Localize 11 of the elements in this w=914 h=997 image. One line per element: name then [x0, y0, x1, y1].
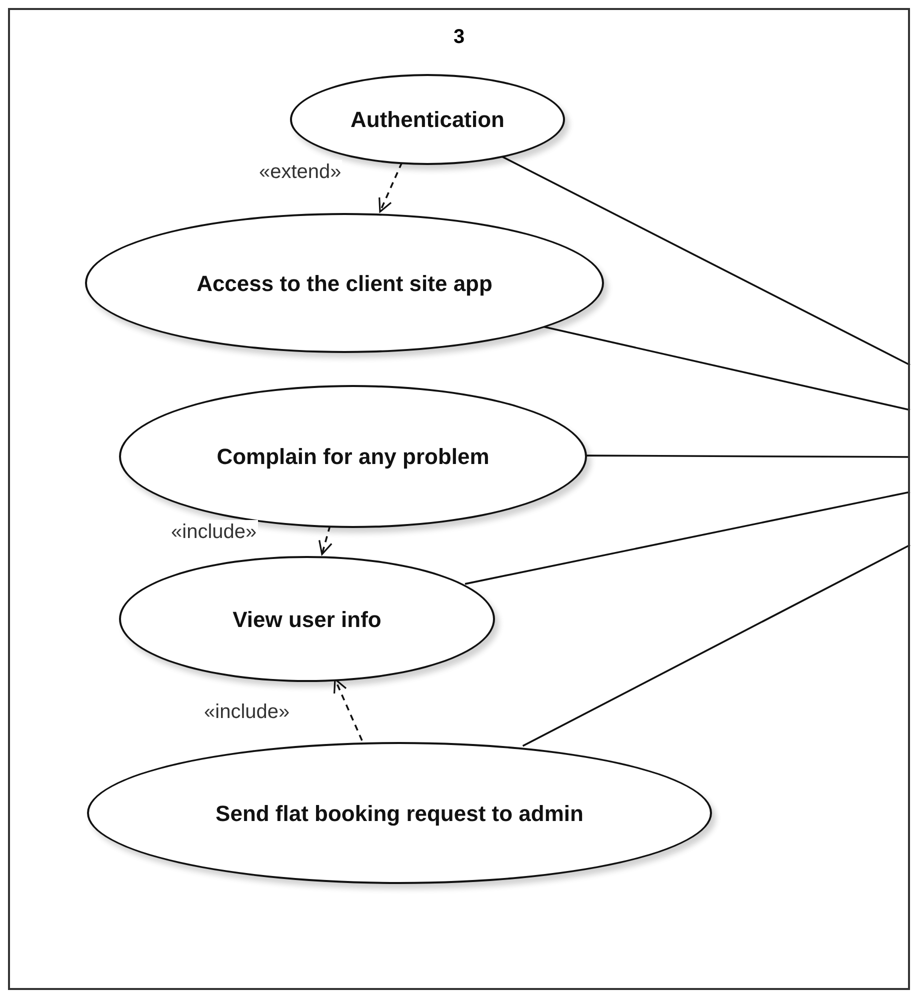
boundary-title: 3 — [452, 25, 466, 50]
use-case-name: View user info — [232, 606, 382, 634]
use-case-name: Send flat booking request to admin — [214, 800, 584, 828]
association-line — [584, 454, 910, 458]
association-line — [522, 544, 910, 747]
system-boundary — [8, 8, 910, 990]
use-case-name: Authentication — [350, 106, 506, 134]
use-case-name: Complain for any problem — [216, 443, 490, 471]
dashed-arrow — [318, 525, 332, 556]
use-case-name: Access to the client site app — [196, 270, 494, 298]
association-line — [464, 491, 910, 585]
